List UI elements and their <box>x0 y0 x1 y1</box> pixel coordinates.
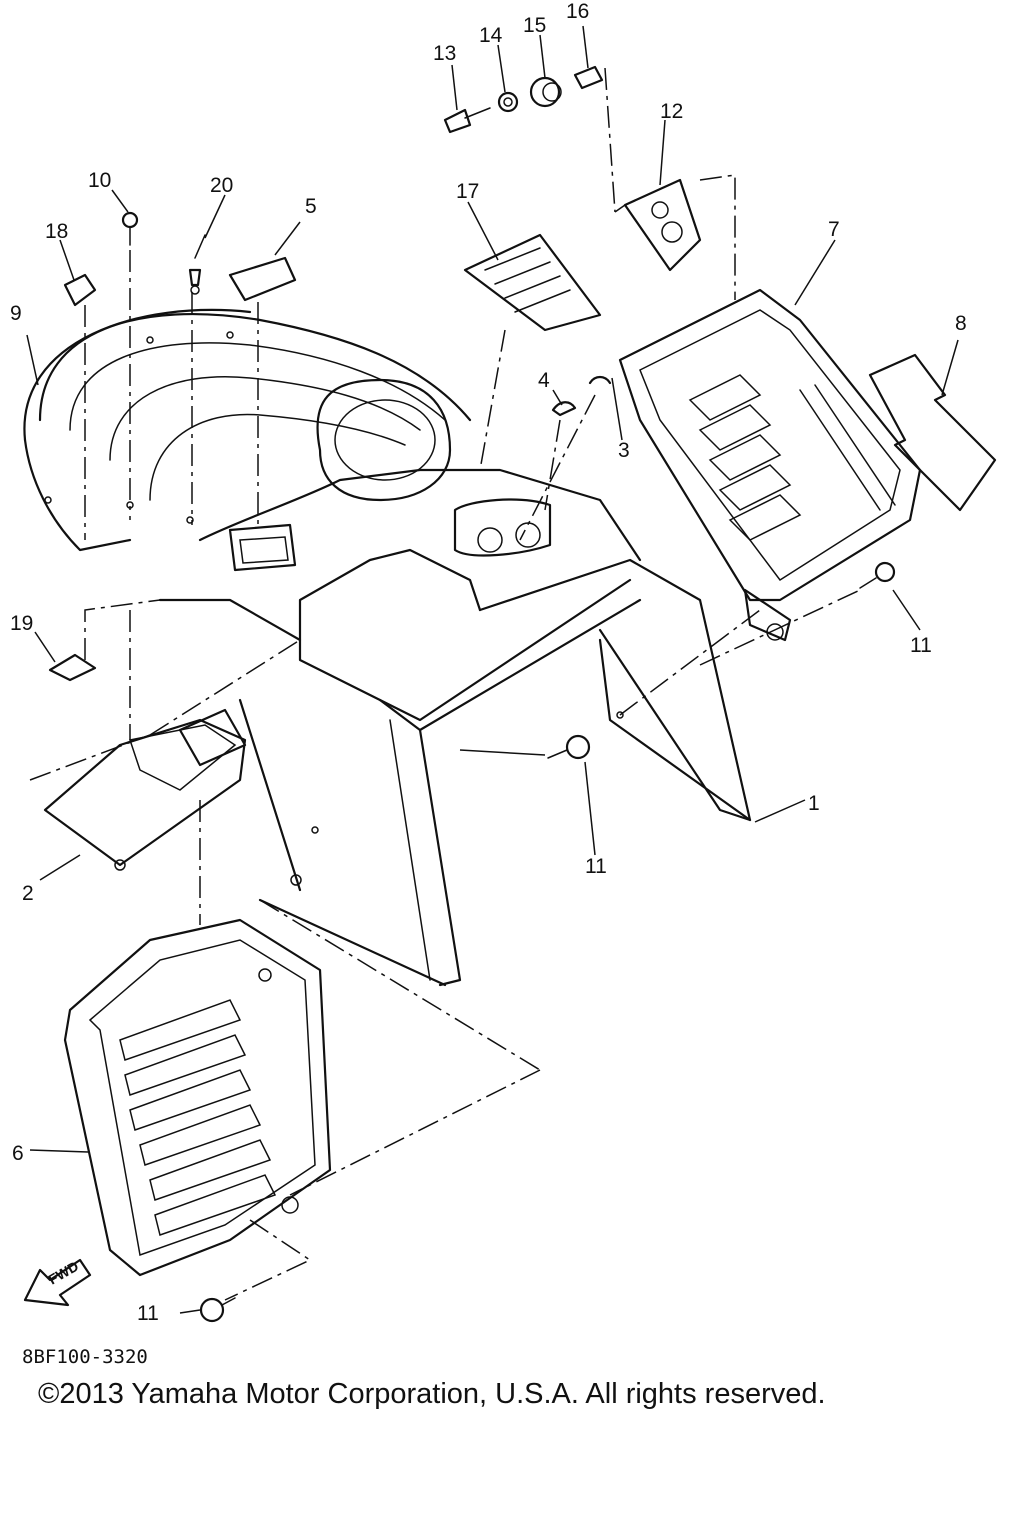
part-5-grommet <box>228 256 297 302</box>
callout-11-lower: 11 <box>137 1302 159 1325</box>
part-11-bolt-center <box>547 734 591 760</box>
callout-11-center: 11 <box>585 855 607 878</box>
part-19-bracket <box>48 653 97 682</box>
part-6-louvers <box>119 999 277 1236</box>
part-2-front-cover <box>43 708 247 871</box>
callout-12: 12 <box>660 100 683 123</box>
part-8-pad <box>868 353 997 512</box>
part-9-cowl-arc <box>23 308 472 552</box>
callout-8: 8 <box>955 312 967 335</box>
callout-3: 3 <box>618 439 630 462</box>
part-1-main-body <box>158 378 752 987</box>
part-20-rivet <box>188 234 206 295</box>
part-17-label <box>463 233 602 332</box>
part-14-washer <box>497 91 519 113</box>
callout-19: 19 <box>10 612 33 635</box>
part-6-left-side-panel <box>63 918 332 1277</box>
callout-5: 5 <box>305 195 317 218</box>
callout-10: 10 <box>88 169 111 192</box>
callout-6: 6 <box>12 1142 24 1165</box>
leader-lines <box>26 25 959 1314</box>
callout-11-right: 11 <box>910 634 932 657</box>
callout-15: 15 <box>523 14 546 37</box>
callout-16: 16 <box>566 0 589 23</box>
part-18-cap <box>63 273 97 307</box>
fwd-arrow-icon: FWD <box>23 1258 92 1307</box>
part-7-right-side-panel <box>618 288 922 642</box>
callout-18: 18 <box>45 220 68 243</box>
part-3-cap <box>588 375 612 385</box>
part-11-bolt-lower <box>199 1297 236 1323</box>
callout-7: 7 <box>828 218 840 241</box>
drawing-code: 8BF100-3320 <box>22 1346 148 1368</box>
part-10-screw <box>121 211 139 246</box>
part-16-collar <box>573 65 604 90</box>
callout-1: 1 <box>808 792 820 815</box>
part-11-bolt-right <box>859 561 896 589</box>
alignment-lines <box>29 67 861 1301</box>
part-12-latch <box>623 178 702 272</box>
callout-2: 2 <box>22 882 34 905</box>
callout-20: 20 <box>210 174 233 197</box>
part-4-cap <box>551 401 577 417</box>
callout-17: 17 <box>456 180 479 203</box>
callout-14: 14 <box>479 24 503 47</box>
part-15-bushing <box>529 76 562 108</box>
copyright-notice: ©2013 Yamaha Motor Corporation, U.S.A. A… <box>38 1378 826 1410</box>
part-13-bolt <box>443 107 491 134</box>
callout-9: 9 <box>10 302 22 325</box>
callout-labels: 1 2 3 4 5 6 7 8 9 10 11 11 11 12 13 14 1… <box>10 0 967 1325</box>
callout-4: 4 <box>538 369 550 392</box>
callout-13: 13 <box>433 42 456 65</box>
part-7-louvers <box>688 374 802 541</box>
